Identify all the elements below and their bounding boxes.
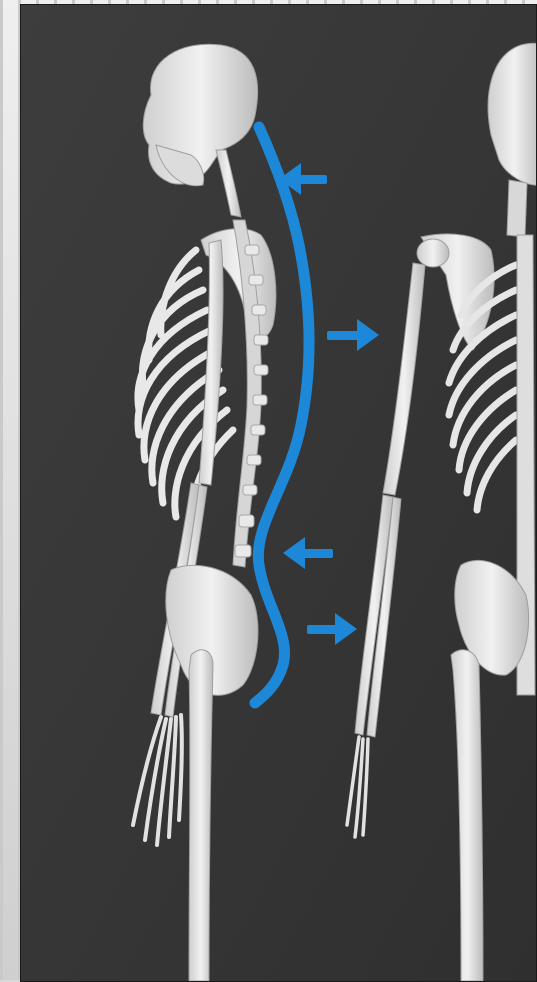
illustration-frame [20, 4, 537, 982]
skeleton-illustration [21, 5, 536, 981]
right-shoulder-joint [417, 239, 449, 267]
right-neck [507, 180, 527, 237]
left-femur [189, 650, 213, 981]
